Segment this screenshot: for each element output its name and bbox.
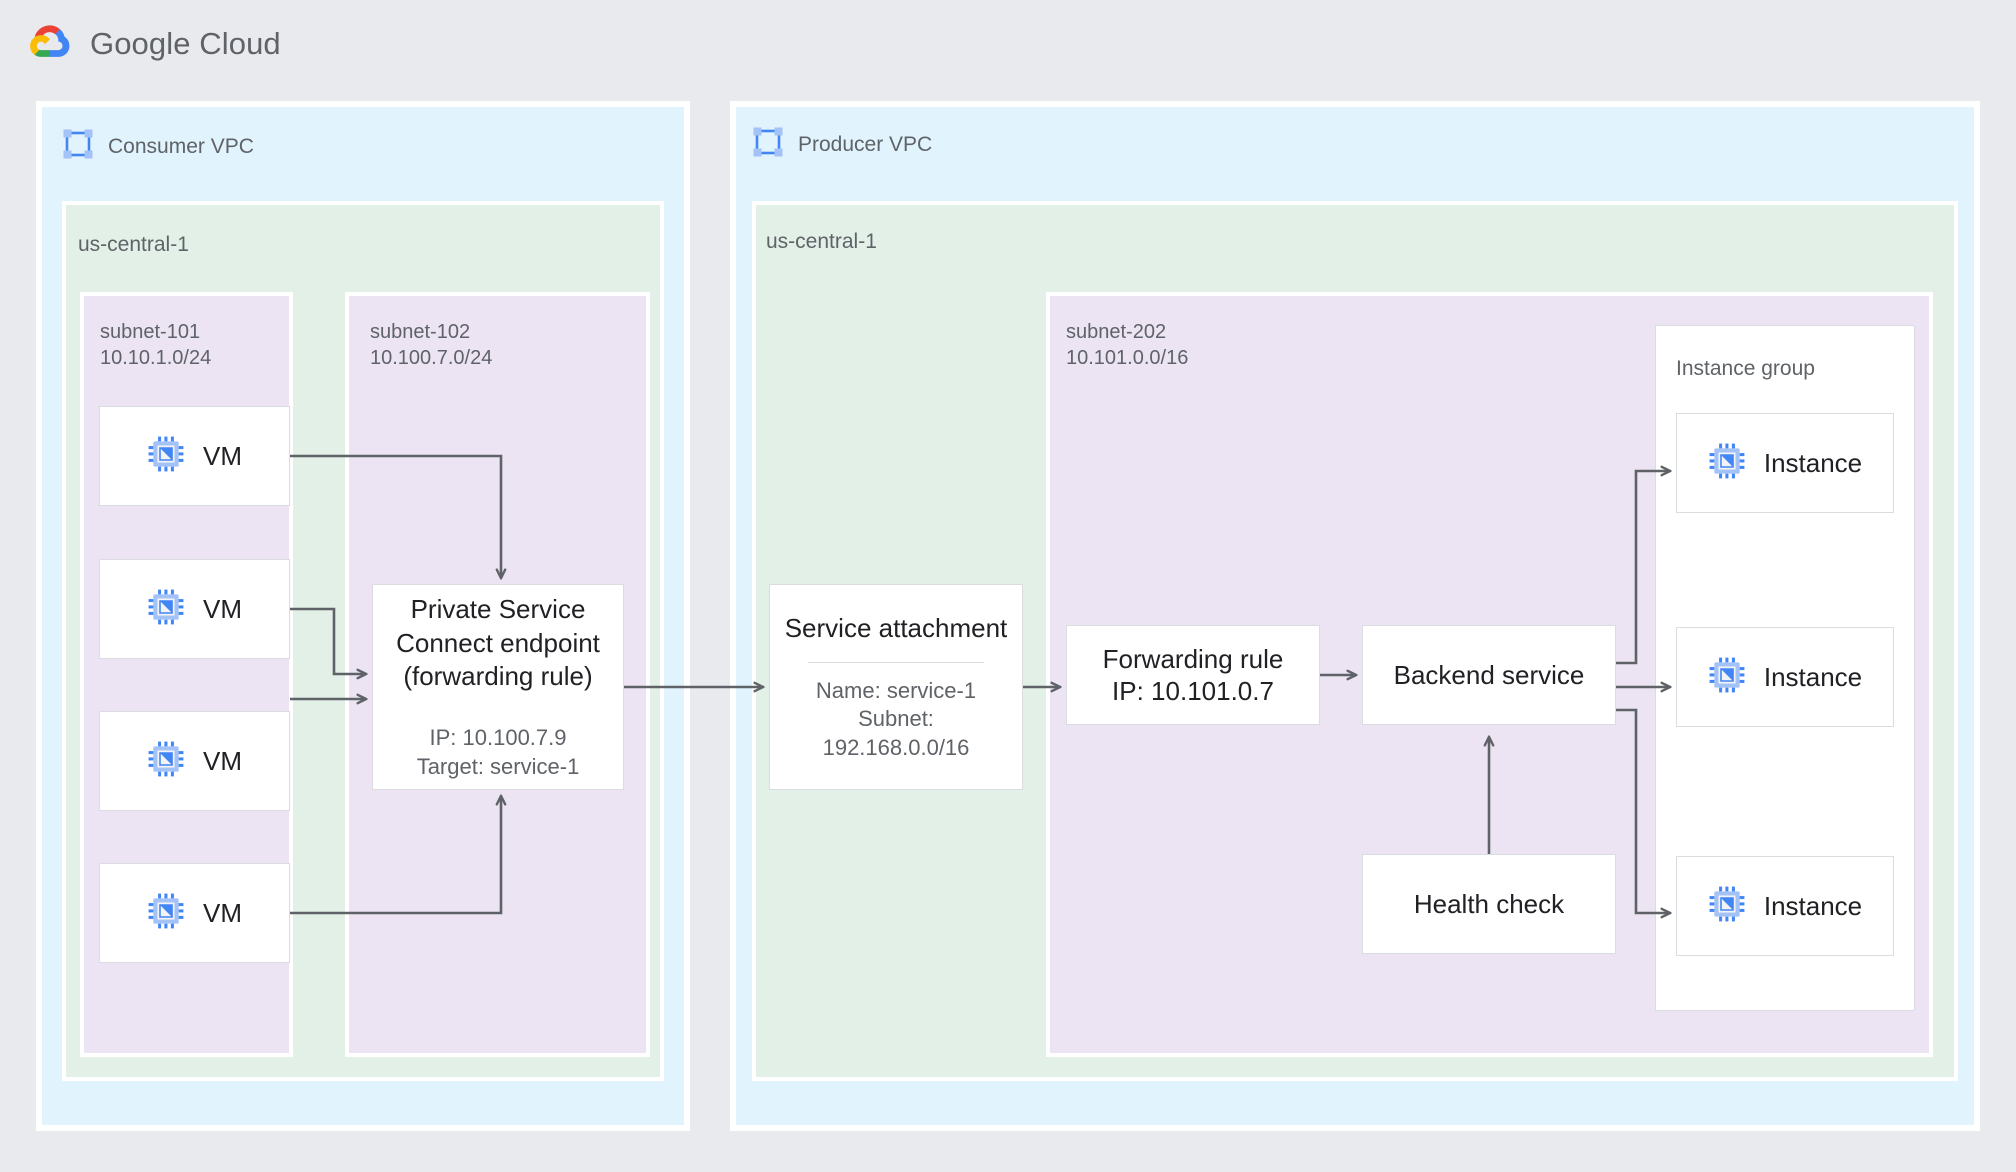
vm-chip-icon: [1708, 442, 1746, 485]
google-cloud-logo-icon: [28, 22, 74, 65]
vpc-network-icon: [752, 126, 784, 163]
vm-node-1[interactable]: VM: [99, 406, 290, 506]
instance-node-1-label: Instance: [1763, 447, 1863, 478]
service-attachment-card[interactable]: Service attachment Name: service-1 Subne…: [769, 584, 1023, 790]
subnet-102-label: subnet-102 10.100.7.0/24: [370, 321, 493, 369]
service-attachment-details: Name: service-1 Subnet: 192.168.0.0/16: [815, 677, 977, 760]
instance-node-1[interactable]: Instance: [1676, 413, 1894, 513]
brand-name: Google Cloud: [90, 25, 281, 61]
service-attachment-title: Service attachment: [784, 612, 1008, 643]
vm-chip-icon: [1708, 656, 1746, 699]
health-check-card[interactable]: Health check: [1362, 854, 1616, 954]
vm-chip-icon: [147, 588, 185, 631]
vm-node-3[interactable]: VM: [99, 711, 290, 811]
producer-vpc-header: Producer VPC: [752, 126, 932, 163]
consumer-region-label: us-central-1: [78, 233, 189, 256]
forwarding-rule-card[interactable]: Forwarding rule IP: 10.101.0.7: [1066, 625, 1320, 725]
vm-chip-icon: [147, 892, 185, 935]
instance-node-2-label: Instance: [1763, 661, 1863, 692]
consumer-vpc-header: Consumer VPC: [62, 128, 254, 165]
producer-region-label: us-central-1: [766, 230, 877, 253]
psc-endpoint-details: IP: 10.100.7.9 Target: service-1: [416, 725, 580, 779]
producer-vpc-title: Producer VPC: [798, 132, 933, 156]
vpc-network-icon: [62, 128, 94, 165]
vm-node-2-label: VM: [203, 593, 242, 624]
vm-node-4-label: VM: [203, 897, 242, 928]
subnet-202-label: subnet-202 10.101.0.0/16: [1066, 321, 1189, 369]
instance-node-3-label: Instance: [1763, 890, 1863, 921]
vm-node-3-label: VM: [203, 745, 242, 776]
forwarding-rule-label: Forwarding rule IP: 10.101.0.7: [1102, 643, 1284, 707]
service-attachment-divider: [807, 661, 985, 663]
health-check-label: Health check: [1413, 888, 1565, 919]
consumer-vpc-title: Consumer VPC: [108, 134, 254, 158]
vm-chip-icon: [147, 740, 185, 783]
backend-service-card[interactable]: Backend service: [1362, 625, 1616, 725]
vm-chip-icon: [147, 435, 185, 478]
vm-node-4[interactable]: VM: [99, 863, 290, 963]
instance-node-2[interactable]: Instance: [1676, 627, 1894, 727]
psc-endpoint-card[interactable]: Private Service Connect endpoint (forwar…: [372, 584, 624, 790]
vm-node-1-label: VM: [203, 440, 242, 471]
subnet-101-label: subnet-101 10.10.1.0/24: [100, 321, 212, 369]
psc-endpoint-title: Private Service Connect endpoint (forwar…: [396, 593, 600, 692]
instance-group-label: Instance group: [1676, 357, 1815, 380]
vm-node-2[interactable]: VM: [99, 559, 290, 659]
brand-header: Google Cloud: [28, 22, 281, 65]
vm-chip-icon: [1708, 885, 1746, 928]
instance-node-3[interactable]: Instance: [1676, 856, 1894, 956]
backend-service-label: Backend service: [1393, 659, 1585, 690]
